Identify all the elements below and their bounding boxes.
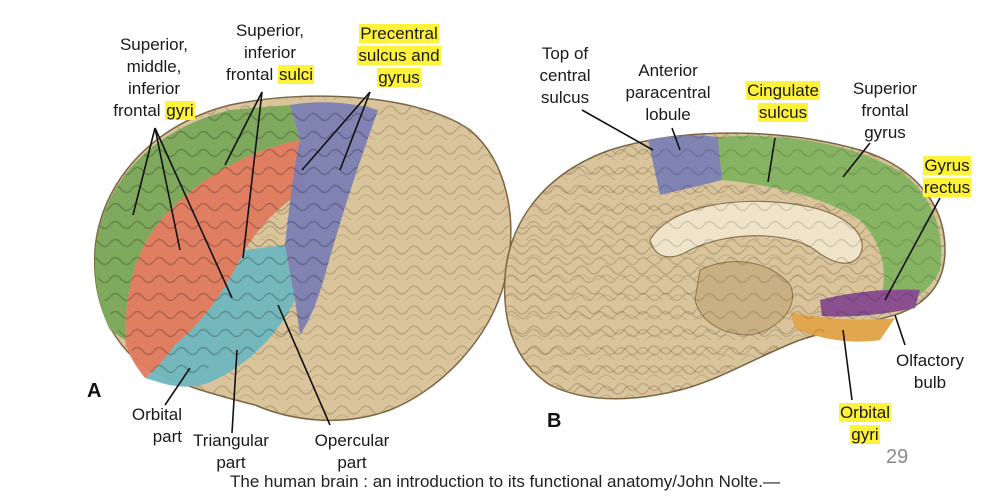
label-line: frontal gyri — [113, 101, 195, 120]
figure-a-lateral-brain — [93, 95, 512, 422]
label-line: frontal — [861, 101, 909, 120]
highlighted-term: gyri — [850, 425, 880, 444]
highlighted-term: rectus — [922, 178, 972, 197]
label-line: sulcus — [540, 88, 590, 107]
label-orbital-part: Orbital part — [112, 404, 182, 448]
label-line: Triangular — [193, 431, 269, 450]
label-line: bulb — [913, 373, 947, 392]
panel-label-b: B — [547, 410, 562, 432]
figure-caption: The human brain : an introduction to its… — [230, 472, 780, 491]
label-precentral: Precentral sulcus and gyrus — [344, 23, 454, 89]
label-line: Orbital — [131, 405, 182, 424]
label-line: inferior — [128, 79, 180, 98]
label-line: Opercular — [314, 431, 390, 450]
label-central-sulcus: Top of central sulcus — [530, 43, 600, 109]
highlighted-term: sulcus — [757, 103, 809, 122]
label-line: inferior — [244, 43, 296, 62]
label-line: part — [152, 427, 182, 446]
label-line: paracentral — [625, 83, 711, 102]
label-olfactory-bulb: Olfactory bulb — [890, 350, 970, 394]
label-superior-frontal-gyrus: Superior frontal gyrus — [840, 78, 930, 144]
highlighted-term: gyrus — [377, 68, 421, 87]
label-line: Top of — [541, 44, 589, 63]
highlighted-term: sulci — [277, 65, 314, 84]
figure-b-medial-brain — [503, 132, 946, 400]
highlighted-term: sulcus and — [357, 46, 441, 65]
panel-label-a: A — [87, 380, 102, 402]
highlighted-term: Gyrus — [923, 156, 971, 175]
slide-number: 29 — [886, 446, 909, 468]
label-frontal-gyri: Superior, middle, inferior frontal gyri — [104, 34, 204, 122]
label-line: gyrus — [864, 123, 906, 142]
label-line: Superior — [852, 79, 918, 98]
label-line: middle, — [126, 57, 182, 76]
highlighted-term: gyri — [165, 101, 195, 120]
label-cingulate-sulcus: Cingulate sulcus — [736, 80, 830, 124]
label-triangular-part: Triangular part — [185, 430, 277, 474]
label-opercular-part: Opercular part — [306, 430, 398, 474]
label-gyrus-rectus: Gyrus rectus — [914, 155, 980, 199]
highlighted-term: Orbital — [838, 403, 892, 422]
leader-lines — [132, 91, 941, 434]
highlighted-term: Precentral — [359, 24, 439, 43]
label-line: Superior, — [235, 21, 305, 40]
label-paracentral-lobule: Anterior paracentral lobule — [612, 60, 724, 126]
label-line: Olfactory — [895, 351, 965, 370]
label-orbital-gyri: Orbital gyri — [832, 402, 898, 446]
label-line: frontal sulci — [226, 65, 314, 84]
label-frontal-sulci: Superior, inferior frontal sulci — [218, 20, 322, 86]
label-line: lobule — [645, 105, 691, 124]
label-line: part — [216, 453, 246, 472]
label-line: part — [337, 453, 367, 472]
label-line: central — [539, 66, 591, 85]
label-line: Anterior — [638, 61, 698, 80]
label-line: Superior, — [119, 35, 189, 54]
highlighted-term: Cingulate — [746, 81, 820, 100]
